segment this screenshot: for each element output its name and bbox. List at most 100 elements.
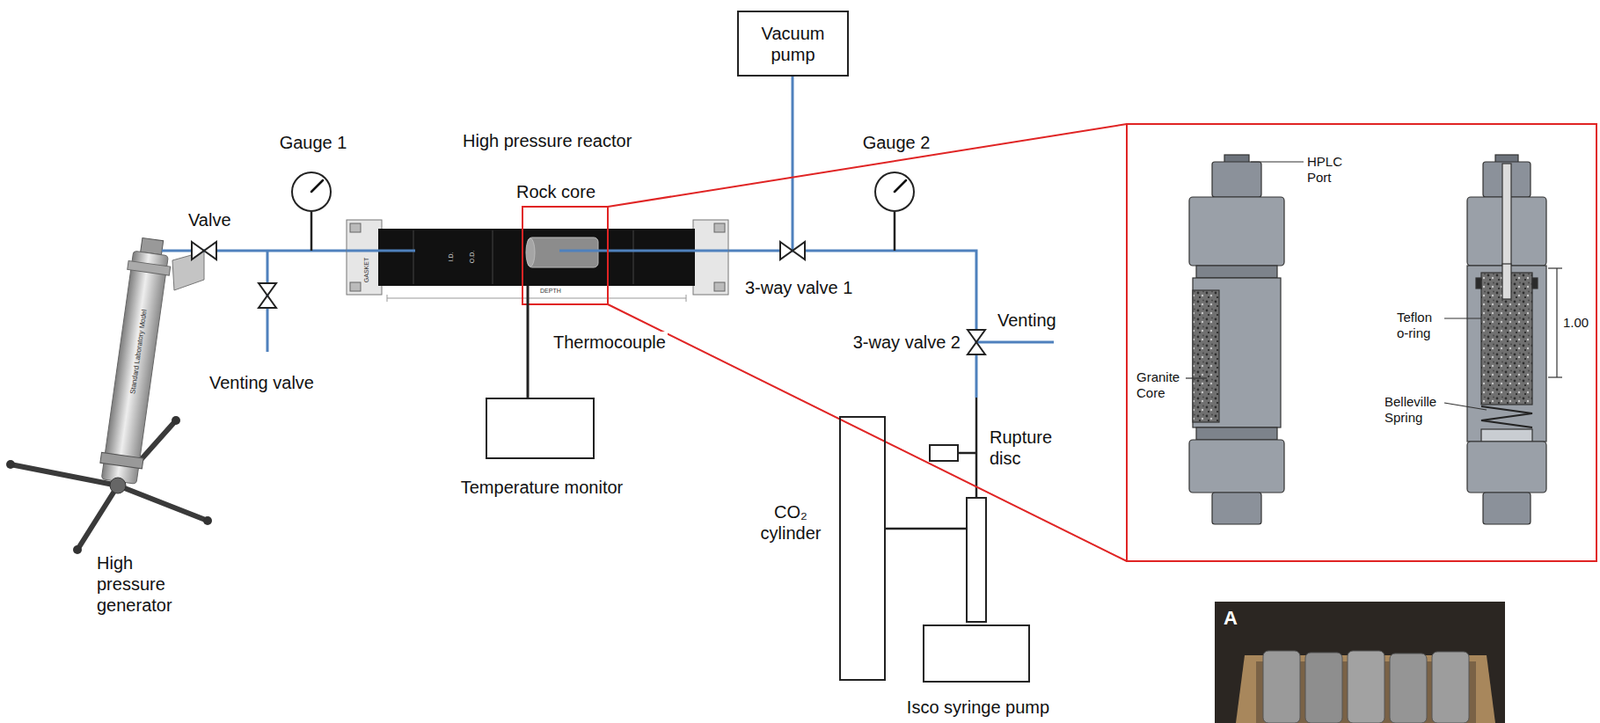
core-holder-exterior xyxy=(1189,197,1285,266)
panel-letter: A xyxy=(1223,606,1238,630)
monitor-box: Temperature monitor xyxy=(485,397,595,460)
reactor-illustration xyxy=(413,230,415,285)
valve-symbol xyxy=(967,329,986,355)
valve-label: Valve xyxy=(188,209,232,231)
core-photo xyxy=(1214,601,1506,723)
core-photo xyxy=(1305,652,1343,723)
leader-line xyxy=(1444,317,1482,319)
reactor-illustration xyxy=(526,238,535,267)
zoom-callout xyxy=(607,124,1127,207)
connector-line xyxy=(526,285,530,398)
connection-line xyxy=(893,211,897,251)
zoom-callout xyxy=(1126,124,1597,562)
pressure-generator-illustration xyxy=(6,460,15,469)
gas-pipe xyxy=(161,249,347,253)
core-photo xyxy=(1263,650,1301,723)
valve-symbol xyxy=(258,283,277,308)
callout-label: Belleville Spring xyxy=(1384,394,1441,426)
pressure-generator-illustration xyxy=(117,485,208,521)
gas-pipe xyxy=(791,76,795,251)
pressure-generator-illustration xyxy=(109,477,126,494)
reactor-illustration xyxy=(346,219,729,302)
reactor-illustration xyxy=(346,219,382,295)
core-holder-exterior xyxy=(1192,277,1281,428)
leader-line xyxy=(1548,376,1563,378)
connector-line xyxy=(885,527,966,531)
node-label: High pressure reactor xyxy=(462,130,632,152)
port-label: Venting xyxy=(997,309,1057,331)
node-label: Rupture disc xyxy=(989,426,1064,469)
reactor-illustration xyxy=(559,249,729,253)
core-holder-cutaway xyxy=(1532,277,1538,289)
core-holder-exterior xyxy=(1189,154,1285,525)
core-holder-exterior xyxy=(1196,427,1278,440)
gas-pipe xyxy=(976,341,1054,344)
valve-label: 3-way valve 1 xyxy=(745,277,853,299)
reactor-illustration xyxy=(346,249,416,253)
core-photo xyxy=(1389,653,1427,723)
node-label: Gauge 2 xyxy=(862,131,931,154)
gauge-face xyxy=(292,172,914,212)
rupture-disc: Rupture disc xyxy=(928,444,959,462)
valve-label: 3-way valve 2 xyxy=(853,331,961,353)
pressure-generator-illustration xyxy=(6,236,212,555)
core-holder-cutaway xyxy=(1481,429,1533,442)
reactor-illustration xyxy=(492,230,494,285)
reactor-illustration xyxy=(714,223,725,233)
dimension-label: GASKET xyxy=(363,257,370,283)
valve-symbol xyxy=(780,241,805,260)
zoom-callout xyxy=(607,304,1127,562)
core-photo xyxy=(1214,601,1506,723)
connection-line xyxy=(311,211,977,497)
leader-line xyxy=(1185,377,1207,379)
pump-base xyxy=(922,624,1031,683)
leader-line xyxy=(1548,267,1563,269)
pressure-generator-illustration xyxy=(171,416,181,425)
gauge-face xyxy=(875,172,914,212)
node-label: CO₂ cylinder xyxy=(752,501,830,544)
dimension-label: I.D. xyxy=(447,252,454,263)
core-holder-exterior xyxy=(1192,290,1220,423)
gas-cylinder: CO₂ cylinder xyxy=(839,416,886,681)
leader-line xyxy=(1556,268,1557,378)
pressure-generator-illustration xyxy=(172,251,205,291)
reactor-illustration xyxy=(527,237,599,268)
zoom-callout xyxy=(522,206,608,305)
core-holder-cutaway xyxy=(1475,277,1482,289)
edge-label: Thermocouple xyxy=(551,331,668,353)
core-holder-exterior xyxy=(1196,265,1278,278)
dimension-label: O.D. xyxy=(468,250,475,264)
pressure-gauge: Gauge 2 xyxy=(874,171,915,212)
callout-label: HPLC Port xyxy=(1307,153,1346,186)
core-holder-exterior xyxy=(1212,492,1262,525)
leader-line xyxy=(1250,160,1304,162)
reactor-illustration xyxy=(686,294,687,302)
component-label: High pressure generator xyxy=(96,552,185,616)
core-holder-exterior xyxy=(1189,439,1285,493)
valve-symbol xyxy=(191,241,986,355)
gas-pipe xyxy=(161,76,1054,398)
core-holder-cutaway xyxy=(1467,154,1547,525)
node-label: Temperature monitor xyxy=(460,476,624,498)
pressure-generator-illustration xyxy=(77,485,118,550)
node-label: Gauge 1 xyxy=(279,131,348,154)
leader-line xyxy=(1444,402,1487,410)
core-holder-cutaway xyxy=(1502,263,1512,300)
pressure-generator-illustration xyxy=(73,545,82,555)
pressure-generator-illustration xyxy=(203,516,212,526)
reactor-illustration xyxy=(714,282,725,292)
valve-label: Venting valve xyxy=(209,372,315,394)
gauge-face xyxy=(894,180,906,192)
equipment-box: Vacuum pump xyxy=(737,10,849,77)
gas-pipe xyxy=(728,250,977,398)
reactor-illustration xyxy=(350,223,361,233)
gauge-face xyxy=(292,172,331,212)
connection-line xyxy=(310,211,314,251)
gauge-face xyxy=(311,180,323,192)
pressure-generator-illustration xyxy=(97,236,174,485)
core-photo xyxy=(1347,650,1385,723)
syringe-pump: Isco syringe pump xyxy=(965,496,987,623)
dimension-label: DEPTH xyxy=(538,287,563,295)
